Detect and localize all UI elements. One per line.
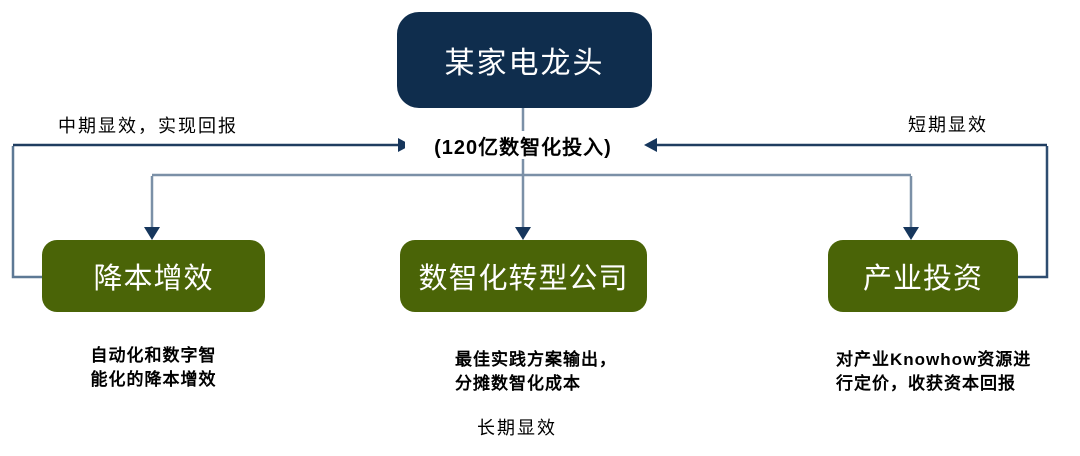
return-path-left xyxy=(11,146,42,279)
arrow-down-icon xyxy=(515,227,531,240)
arrow-down-icon xyxy=(144,227,160,240)
arrow-right-icon xyxy=(398,138,411,152)
arrow-down-icon xyxy=(903,227,919,240)
child-node-cost-efficiency: 降本增效 xyxy=(42,240,265,312)
root-node: 某家电龙头 xyxy=(397,12,652,108)
child-node-digital-transform-company: 数智化转型公司 xyxy=(400,240,647,312)
return-path-right xyxy=(1018,146,1049,279)
child-description-cost-efficiency: 自动化和数字智 能化的降本增效 xyxy=(90,346,217,389)
child-description-industry-investment: 对产业Knowhow资源进 行定价，收获资本回报 xyxy=(836,350,1032,393)
label-long-term: 长期显效 xyxy=(477,418,557,438)
label-short-term: 短期显效 xyxy=(908,115,988,135)
arrow-left-icon xyxy=(644,138,657,152)
child-description-digital-transform-company: 最佳实践方案输出， 分摊数智化成本 xyxy=(455,350,617,393)
child-node-industry-investment: 产业投资 xyxy=(828,240,1018,312)
investment-label: (120亿数智化投入) xyxy=(405,131,641,159)
label-mid-term: 中期显效，实现回报 xyxy=(58,116,238,136)
